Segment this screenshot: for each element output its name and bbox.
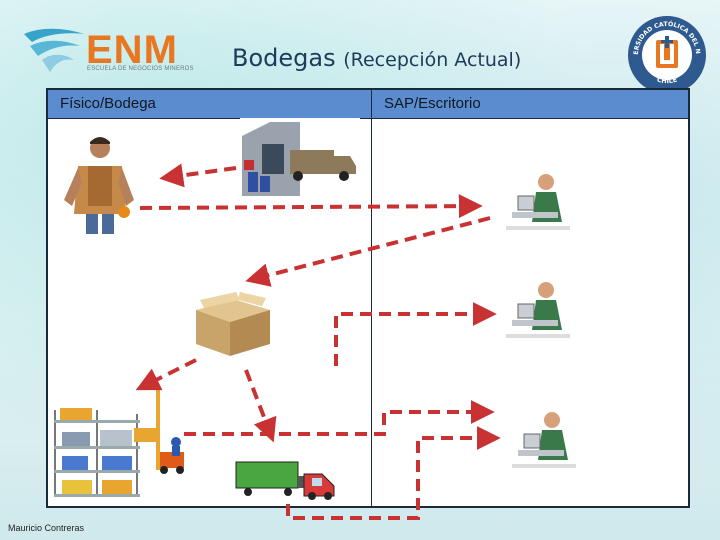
column-divider [371, 90, 372, 506]
arrow-forklift-to-sap-3 [184, 400, 495, 436]
delivery-truck-warehouse-icon [240, 118, 360, 198]
arrow-sap-1-to-box [245, 216, 491, 287]
title-main: Bodegas [232, 44, 336, 72]
enm-logo-text: ENM [86, 28, 178, 72]
enm-swoosh-icon [24, 28, 84, 72]
office-worker-computer-icon [496, 168, 580, 240]
office-worker-computer-icon [502, 406, 586, 478]
storage-shelves-icon [54, 408, 140, 497]
columns-header: Físico/Bodega SAP/Escritorio [48, 90, 688, 119]
enm-logo-subtitle: ESCUELA DE NEGOCIOS MINEROS [87, 66, 194, 72]
forklift-icon [134, 390, 184, 474]
enm-logo [22, 20, 182, 84]
cargo-truck-icon [235, 461, 335, 500]
arrow-box-to-truck [244, 369, 277, 443]
university-seal-icon: UNIVERSIDAD CATÓLICA DEL NORTE CHILE [623, 9, 706, 94]
column-header-physical: Físico/Bodega [60, 95, 156, 112]
title-sub: (Recepción Actual) [343, 49, 522, 71]
process-arrows [135, 163, 501, 520]
warehouse-worker-icon [58, 128, 140, 234]
column-header-sap: SAP/Escritorio [384, 95, 481, 112]
arrow-truck-to-worker [159, 163, 237, 188]
arrow-truck-to-sap-3 [286, 426, 501, 520]
office-worker-computer-icon [496, 276, 580, 348]
slide-title: Bodegas (Recepción Actual) [232, 44, 521, 72]
university-country-text: CHILE [656, 75, 678, 85]
arrow-worker-to-sap-1 [139, 194, 483, 219]
arrow-box-to-sap-2 [334, 302, 497, 366]
arrow-box-to-shelves [135, 358, 197, 391]
footer-author: Mauricio Contreras [8, 523, 85, 533]
svg-text:CHILE: CHILE [656, 75, 678, 85]
cardboard-box-icon [184, 282, 280, 366]
university-logo: UNIVERSIDAD CATÓLICA DEL NORTE CHILE [623, 9, 708, 96]
